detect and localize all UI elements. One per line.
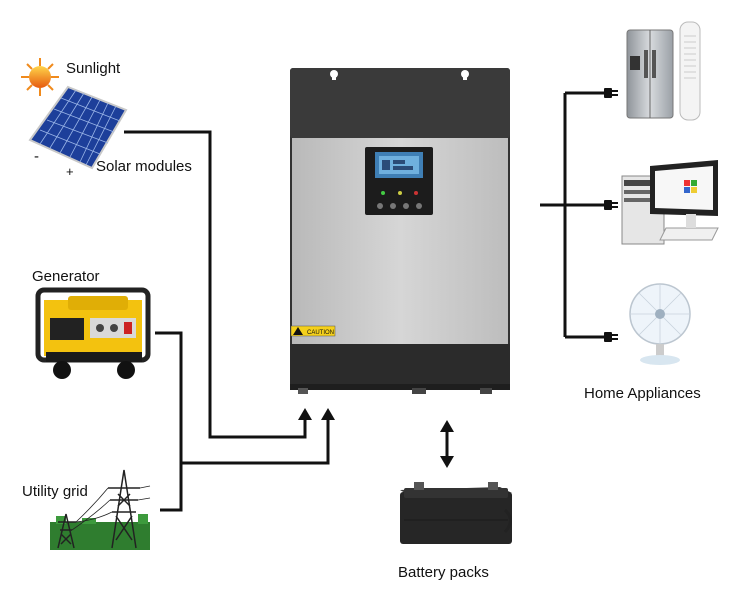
plug-icon: [604, 200, 612, 210]
generator-label: Generator: [32, 268, 100, 285]
utility-grid-icon: [50, 469, 151, 550]
solar-minus-label: -: [34, 148, 39, 165]
inverter-button: [390, 203, 396, 209]
plug-icon: [604, 88, 612, 98]
solar-modules-label: Solar modules: [96, 158, 192, 175]
inverter-unit: CAUTION: [290, 68, 510, 394]
connection-lines: [124, 91, 606, 512]
sunlight-label: Sunlight: [66, 60, 121, 77]
battery-arrow-down: [440, 456, 454, 468]
solar-plus-label: +: [66, 164, 74, 179]
battery-packs-label: Battery packs: [398, 564, 489, 581]
inverter-bottom-panel: [290, 344, 510, 390]
solar-panel-icon: [28, 85, 128, 170]
fan-icon: [629, 283, 691, 365]
arrowheads: [298, 408, 454, 468]
air-conditioner-icon: [679, 21, 701, 121]
generator-line: [155, 331, 183, 512]
inverter-button: [416, 203, 422, 209]
generator-icon: [35, 287, 151, 379]
home-appliances-label: Home Appliances: [584, 385, 701, 402]
inverter-top-panel: [290, 68, 510, 138]
warning-triangle-icon: [293, 327, 303, 335]
sun-icon: [21, 58, 59, 96]
caution-label: [290, 325, 336, 337]
solar-line: [124, 130, 307, 439]
battery-icon: [400, 482, 512, 544]
output-plugs: [604, 88, 618, 342]
utility-grid-label: Utility grid: [22, 483, 88, 500]
battery-arrow-up: [440, 420, 454, 432]
inverter-button: [403, 203, 409, 209]
refrigerator-icon: [626, 29, 674, 119]
caution-text: CAUTION: [307, 330, 334, 336]
solar-arrow-head: [298, 408, 312, 420]
ac-arrow-head: [321, 408, 335, 420]
ac-input-line: [181, 418, 330, 465]
inverter-button: [377, 203, 383, 209]
computer-icon: [621, 160, 719, 245]
plug-icon: [604, 332, 612, 342]
